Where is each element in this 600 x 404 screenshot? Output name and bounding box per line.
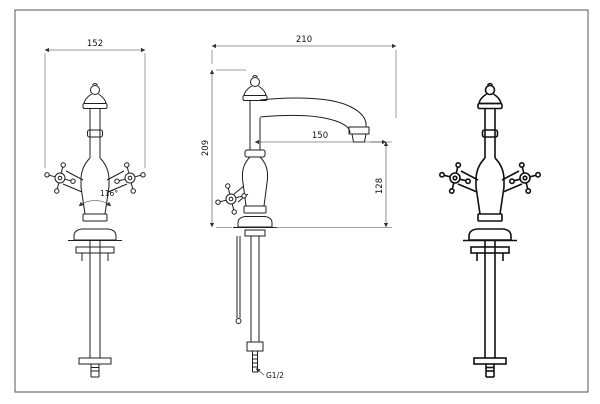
dim-text-150: 150 (312, 131, 328, 141)
dim-text-152: 152 (87, 39, 103, 49)
side-view-faucet (215, 75, 370, 373)
dim-text-209: 209 (201, 140, 211, 156)
label-thread-g12: G1/2 (255, 368, 284, 380)
dimension-128: 128 (272, 141, 392, 228)
side-view: 210 209 150 128 G1/2 (201, 35, 397, 380)
dimension-210: 210 (211, 35, 397, 118)
dim-text-116deg: 116° (100, 189, 118, 198)
dimension-116deg: 116° (78, 189, 118, 207)
front-view-left: 152 116° (44, 39, 146, 378)
dimension-152: 152 (44, 39, 146, 168)
label-text-g12: G1/2 (266, 371, 284, 380)
dimension-209: 209 (201, 69, 246, 228)
front-view-right (438, 82, 542, 378)
dimension-150: 150 (254, 131, 392, 145)
drawing-border (14, 9, 589, 393)
dim-text-210: 210 (296, 35, 312, 45)
dim-text-128: 128 (375, 178, 385, 194)
